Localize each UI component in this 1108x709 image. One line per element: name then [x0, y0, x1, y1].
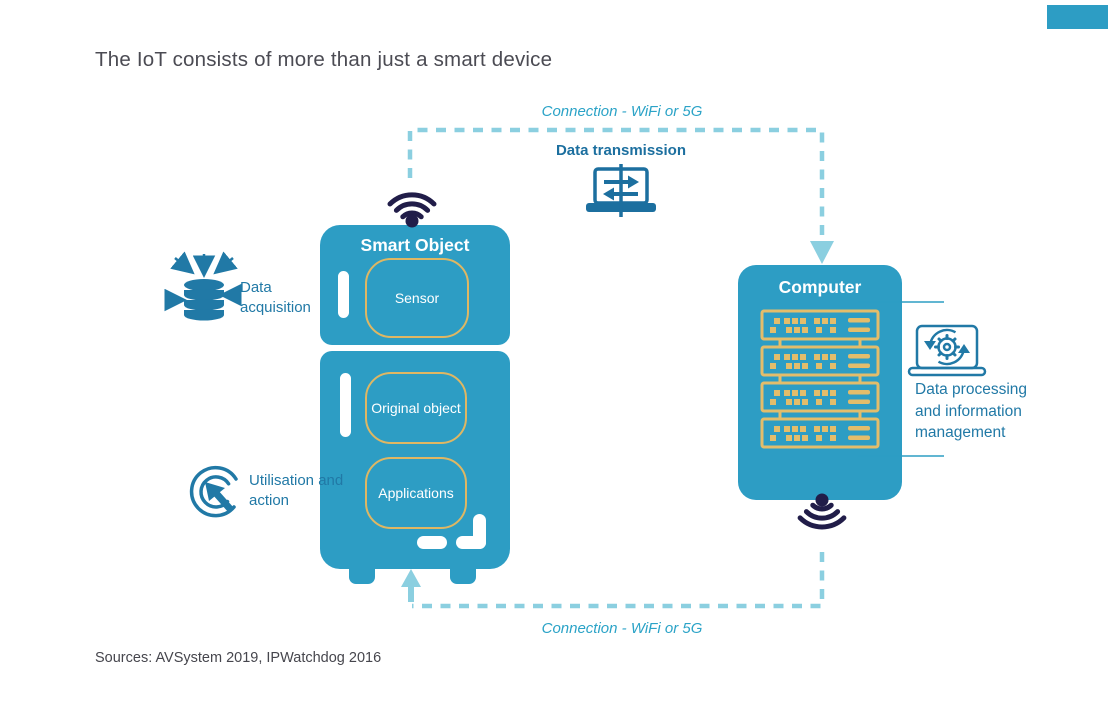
data-processing-label: Data processing and information manageme… — [915, 381, 1028, 441]
smart-object-l-detail-horizontal — [456, 536, 486, 549]
computer-box — [738, 265, 902, 500]
arrow-up-icon — [401, 569, 421, 602]
original-object-component: Original object — [365, 372, 467, 444]
laptop-gear-refresh-icon — [907, 324, 987, 377]
smart-object-title: Smart Object — [360, 235, 470, 255]
sensor-component: Sensor — [365, 258, 469, 338]
utilisation-label: Utilisation and action — [249, 472, 344, 509]
database-inbound-arrows-icon — [164, 251, 242, 321]
smart-object-dash-detail — [417, 536, 447, 549]
smart-object-foot-right — [450, 569, 476, 584]
data-acquisition-label: Data acquisition — [240, 279, 311, 316]
sources-text: Sources: AVSystem 2019, IPWatchdog 2016 — [95, 650, 382, 666]
smart-object-foot-left — [349, 569, 375, 584]
data-transmission-label: Data transmission — [555, 142, 687, 159]
smart-object-handle-lower — [340, 373, 351, 437]
computer-title: Computer — [778, 277, 862, 297]
arrow-down-icon — [810, 241, 834, 264]
smart-object-handle-upper — [338, 271, 349, 318]
laptop-sync-arrows-icon — [586, 164, 656, 217]
wifi-icon — [387, 192, 437, 228]
corner-accent-bar — [1047, 5, 1108, 29]
cursor-click-icon — [189, 465, 238, 518]
connection-bottom-label: Connection - WiFi or 5G — [541, 620, 703, 637]
smart-object-upper-body — [320, 225, 510, 345]
applications-component: Applications — [365, 457, 467, 529]
page-title: The IoT consists of more than just a sma… — [95, 48, 553, 71]
connection-top-label: Connection - WiFi or 5G — [541, 103, 703, 120]
